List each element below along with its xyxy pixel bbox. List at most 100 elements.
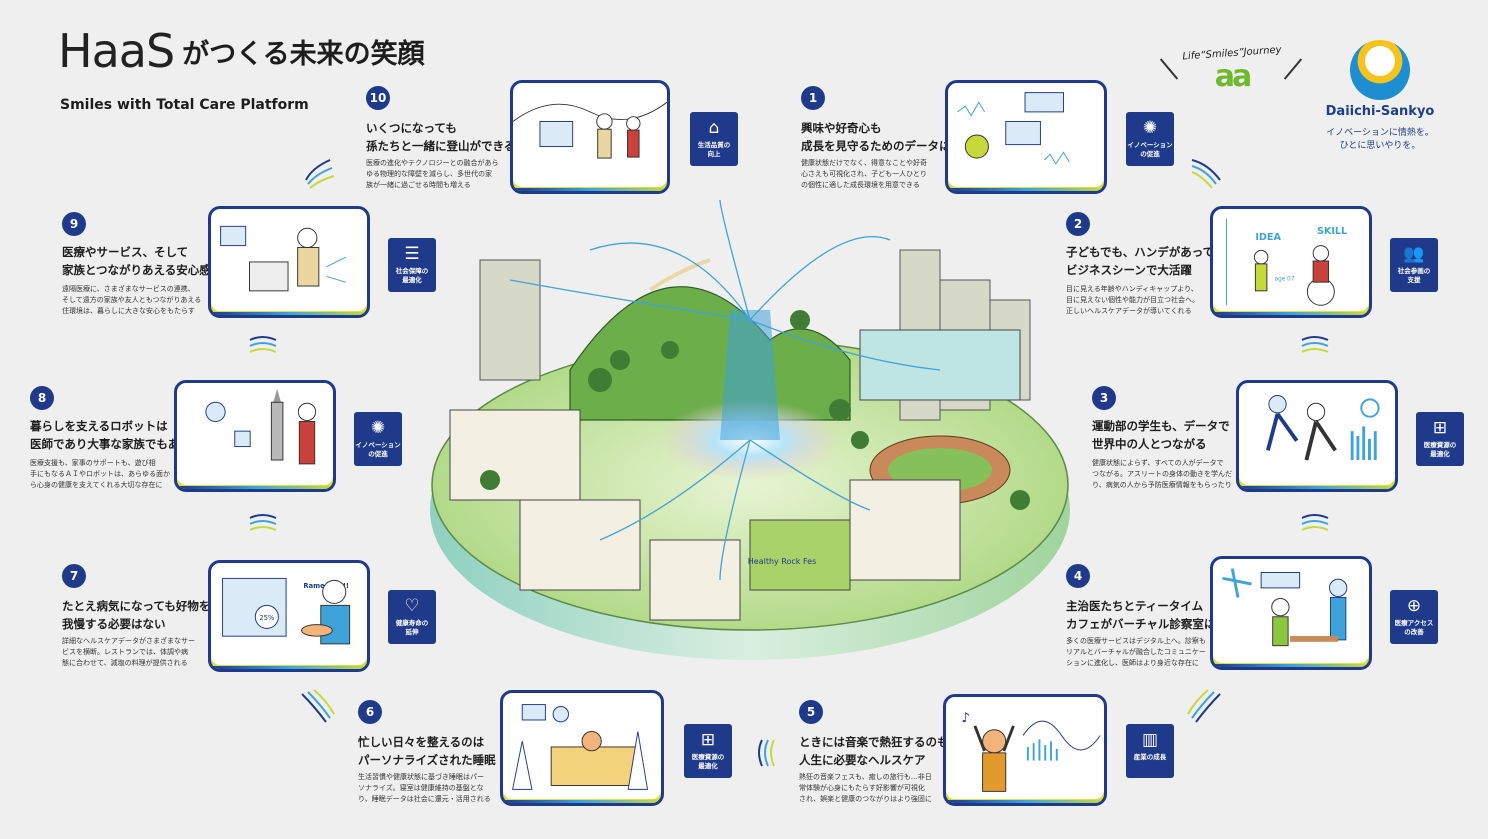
item-2-number: 2	[1066, 212, 1090, 236]
item-8-badge: ✺ イノベーション の促進	[354, 412, 402, 466]
mountain-hiking-sketch-icon	[513, 101, 667, 159]
trees	[480, 310, 1030, 510]
item-7-title: たとえ病気になっても好物を 我慢する必要はない	[62, 599, 211, 631]
mountain	[569, 258, 851, 421]
item-2-title: 子どもでも、ハンデがあっても ビジネスシーンで大活躍	[1066, 245, 1226, 277]
item-2-illustration-card: IDEA SKILL age 07	[1210, 206, 1372, 318]
virtual-clinic-sketch-icon	[1222, 568, 1348, 647]
item-7-illustration-card: 25% Ramen OK!!	[208, 560, 370, 672]
item-5-illustration-card: ♪	[943, 694, 1107, 806]
haas-logo: HaaS がつくる未来の笑顔	[58, 28, 425, 74]
item-2-description: 目に見える年齢やハンディキャップより、 目に見えない個性や能力が目立つ社会へ。 …	[1066, 285, 1199, 316]
item-9-description: 遠隔医療に、さまざまなサービスの連携、 そして遠方の家族や友人ともつながりあえる…	[62, 285, 202, 316]
journey-mark: aa	[1214, 59, 1253, 94]
item-2-badge: 👥 社会参画の 支援	[1390, 238, 1438, 292]
item-5-badge: ▥ 産業の成長	[1126, 724, 1174, 778]
music-note-icon: ♪	[961, 710, 970, 726]
item-7-badge: ♡ 健康寿命の 延伸	[388, 590, 436, 644]
item-8-badge-label: イノベーション の促進	[355, 441, 401, 458]
item-8-illustration-card	[174, 380, 336, 492]
item-2-badge-label: 社会参画の 支援	[1397, 267, 1431, 284]
item-5-description: 熱狂の音楽フェスも、癒しの旅行も…非日 常体験が心身にもたらす好影響が可視化 さ…	[799, 773, 932, 804]
item-6-badge-label: 医療資源の 最適化	[691, 753, 725, 770]
swoosh-connector-icon	[301, 689, 335, 723]
item-5-badge-label: 産業の成長	[1133, 753, 1167, 761]
item-9-badge-label: 社会保障の 最適化	[395, 267, 429, 284]
people-icon: 👥	[1403, 244, 1425, 264]
athletes-sketch-icon	[1266, 395, 1380, 461]
item-6-number: 6	[358, 700, 382, 724]
item-6-title: 忙しい日々を整えるのは パーソナライズされた睡眠	[358, 735, 496, 767]
page-title: がつくる未来の笑顔	[182, 39, 425, 70]
item-1-title: 興味や好奇心も 成長を見守るためのデータに	[801, 121, 951, 153]
item-3-title: 運動部の学生も、データで 世界中の人とつながる	[1092, 419, 1230, 451]
item-6-badge: ⊞ 医療資源の 最適化	[684, 724, 732, 778]
haas-logo-mark: HaaS	[58, 28, 175, 74]
skill-wheelchair-sketch-icon: IDEA SKILL age 07	[1225, 218, 1347, 306]
item-3-badge-label: 医療資源の 最適化	[1423, 441, 1457, 458]
item-8-title: 暮らしを支えるロボットは 医師であり大事な家族でもある	[30, 419, 191, 451]
item-9-title: 医療やサービス、そして 家族とつながりあえる安心感	[62, 245, 211, 277]
item-1-description: 健康状態だけでなく、得意なことや好奇 心さえも可視化され、子ども一人ひとり の個…	[801, 159, 927, 190]
item-7-badge-label: 健康寿命の 延伸	[395, 619, 429, 636]
swoosh-connector-icon	[305, 159, 335, 189]
daiichi-sankyo-logo: Daiichi-Sankyo イノベーションに情熱を。 ひとに思いやりを。	[1320, 40, 1440, 152]
heart-graph-icon: ♡	[404, 596, 420, 616]
item-10-description: 医療の進化やテクノロジーとの融合があら ゆる物理的な障壁を減らし、多世代の家 族…	[366, 159, 499, 190]
life-smiles-journey-logo: Life“Smiles”Journey aa	[1162, 45, 1302, 118]
item-3-illustration-card	[1236, 380, 1398, 492]
bar-chart-icon: ▥	[1141, 730, 1159, 750]
sleep-sketch-icon	[512, 704, 649, 790]
coins-icon: ☰	[404, 244, 420, 264]
item-10-badge: ⌂ 生活品質の 向上	[690, 112, 738, 166]
medical-access-icon: ⊕	[1406, 596, 1422, 616]
item-3-description: 健康状態によらず、すべての人がデータで つながる。アスリートの身体の動きを学んだ…	[1092, 459, 1232, 490]
corp-slogan: イノベーションに情熱を。 ひとに思いやりを。	[1320, 127, 1440, 152]
item-4-illustration-card	[1210, 556, 1372, 670]
item-5-number: 5	[799, 700, 823, 724]
ramen-health-sketch-icon: 25% Ramen OK!!	[222, 577, 351, 645]
item-4-number: 4	[1066, 564, 1090, 588]
swoosh-connector-icon	[1301, 514, 1329, 531]
home-connection-sketch-icon	[220, 225, 347, 292]
corp-slogan-line-1: イノベーションに情熱を。	[1326, 128, 1434, 138]
corp-name: Daiichi-Sankyo	[1325, 104, 1435, 119]
card-2-age: age 07	[1275, 276, 1295, 282]
rooms	[449, 329, 1021, 621]
music-fest-sketch-icon: ♪	[961, 710, 1101, 792]
hierarchy-icon: ⊞	[1432, 418, 1448, 438]
lightbulb-icon: ✺	[370, 418, 386, 438]
swoosh-connector-icon	[1301, 336, 1329, 353]
item-8-number: 8	[30, 386, 54, 410]
item-4-badge-label: 医療アクセス の改善	[1394, 619, 1434, 636]
swoosh-connector-icon	[1191, 159, 1221, 189]
robot-family-sketch-icon	[205, 388, 317, 465]
swoosh-connector-icon	[1187, 689, 1221, 723]
item-1-badge: ✺ イノベーション の促進	[1126, 112, 1174, 166]
data-lines	[509, 199, 941, 581]
card-2-word-1: IDEA	[1255, 232, 1281, 243]
item-3-badge: ⊞ 医療資源の 最適化	[1416, 412, 1464, 466]
item-1-badge-label: イノベーション の促進	[1127, 141, 1173, 158]
item-4-description: 多くの医療サービスはデジタル上へ。診察も リアルとバーチャルが融合したコミュニケ…	[1066, 637, 1206, 668]
card-2-word-2: SKILL	[1317, 226, 1347, 237]
item-4-title: 主治医たちとティータイム カフェがバーチャル診察室に	[1066, 599, 1216, 631]
item-6-illustration-card	[500, 690, 664, 806]
lightbulb-icon: ✺	[1142, 118, 1158, 138]
item-5-title: ときには音楽で熱狂するのも 人生に必要なヘルスケア	[799, 735, 949, 767]
item-10-badge-label: 生活品質の 向上	[697, 141, 731, 158]
house-growth-icon: ⌂	[708, 118, 720, 138]
island-sign-label: Healthy Rock Fes	[748, 557, 816, 566]
item-10-illustration-card	[510, 80, 670, 194]
item-1-illustration-card	[945, 80, 1107, 194]
swoosh-connector-icon	[249, 514, 277, 531]
card-7-ring: 25%	[259, 614, 275, 622]
item-10-title: いくつになっても 孫たちと一緒に登山ができる	[366, 121, 516, 153]
item-7-number: 7	[62, 564, 86, 588]
item-10-number: 10	[366, 86, 390, 110]
item-7-description: 詳細なヘルスケアデータがさまざまなサー ビスを横断。レストランでは、体調や病 態…	[62, 637, 195, 668]
swoosh-connector-icon	[758, 739, 775, 767]
item-6-description: 生活習慣や健康状態に基づき睡眠はパー ソナライズ。寝室は健康維持の基盤とな り、…	[358, 773, 491, 804]
item-1-number: 1	[801, 86, 825, 110]
item-9-number: 9	[62, 212, 86, 236]
